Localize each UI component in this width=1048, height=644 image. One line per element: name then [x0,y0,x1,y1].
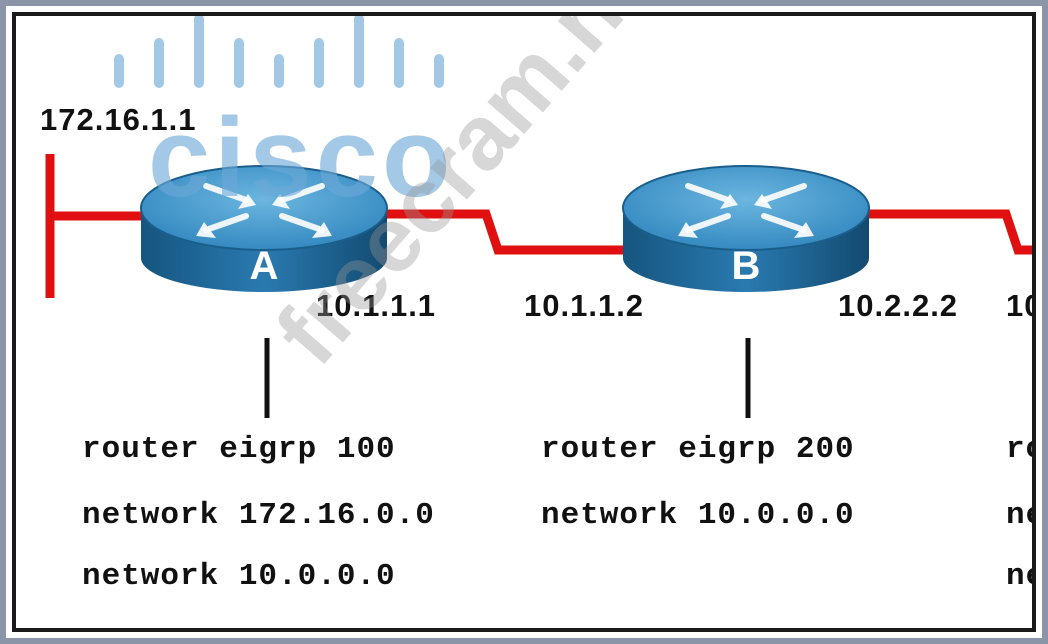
serial-link-b-c [866,209,1032,255]
lan-segment [45,154,151,298]
router-a-icon [140,165,388,292]
router-a-config-line-1: router eigrp 100 [82,432,396,467]
diagram-inner-border: cisco A B 172.16.1.1 10.1.1.1 10.1.1.2 1… [12,12,1036,632]
network-topology [45,16,1032,418]
ip-a-lan: 172.16.1.1 [40,102,197,137]
router-c-config-line-3: ne [1006,559,1032,594]
router-a-label: A [249,244,279,288]
router-b-config-line-2: network 10.0.0.0 [541,498,855,533]
cisco-bars-logo [114,16,444,88]
cisco-logo-text: cisco [148,95,455,220]
serial-link-a-b [386,209,628,255]
router-b-label: B [731,244,761,288]
router-a-config-line-2: network 172.16.0.0 [82,498,435,533]
router-b-config-line-1: router eigrp 200 [541,432,855,467]
router-a-config-line-3: network 10.0.0.0 [82,559,396,594]
ip-c-serial-cutoff: 10. [1006,288,1032,323]
ip-a-serial: 10.1.1.1 [316,288,437,323]
router-c-config-line-2: ne [1006,498,1032,533]
router-c-config-line-1: ro [1006,432,1032,467]
ip-b-serial-left: 10.1.1.2 [524,288,645,323]
router-b-icon [622,165,870,292]
ip-b-serial-right: 10.2.2.2 [838,288,959,323]
